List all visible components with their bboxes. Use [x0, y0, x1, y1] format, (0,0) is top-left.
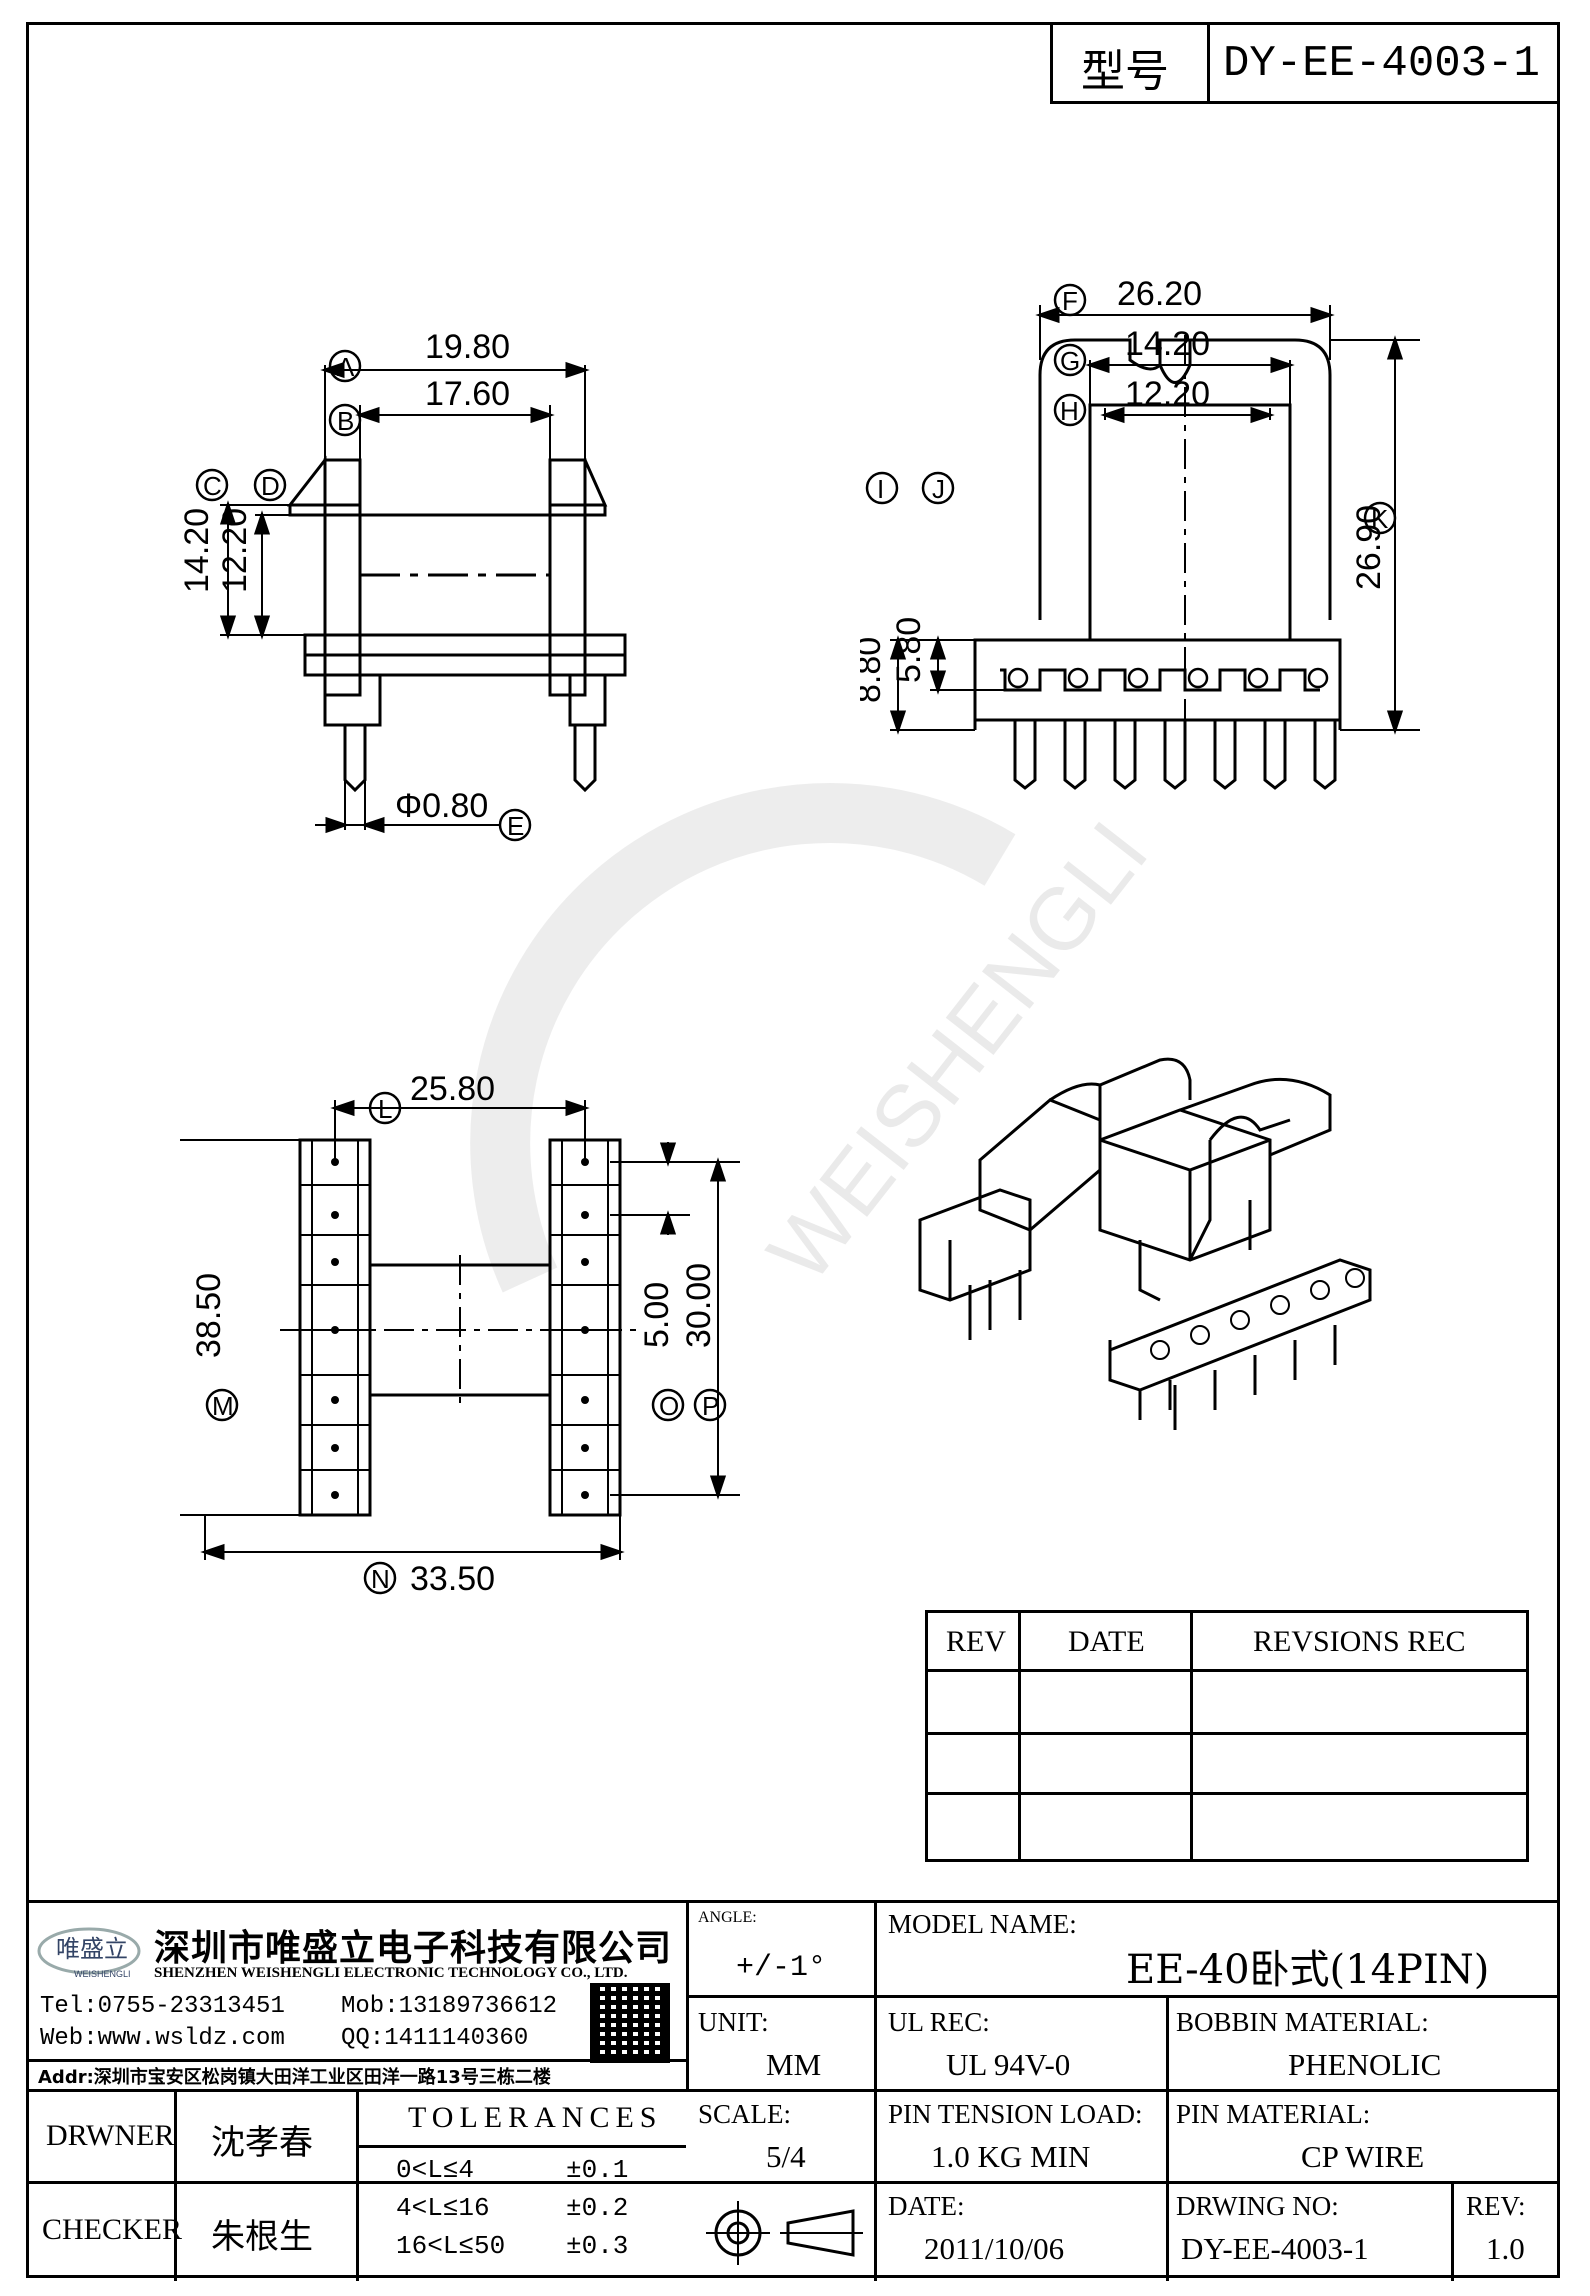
marker-G: G [1060, 346, 1080, 376]
projection-symbol-icon [706, 2201, 863, 2265]
date-label: DATE: [888, 2191, 965, 2221]
marker-L: L [378, 1094, 392, 1124]
company-addr: Addr:深圳市宝安区松岗镇大田洋工业区田洋一路13号三栋二楼 [38, 2067, 551, 2088]
dim-O: 5.00 [638, 1282, 676, 1348]
tolerances-label: TOLERANCES [408, 2101, 663, 2134]
ul-label: UL REC: [888, 2007, 990, 2037]
angle-label: ANGLE: [698, 1909, 757, 1926]
marker-F: F [1062, 286, 1078, 316]
dim-K: 26.90 [1350, 505, 1388, 590]
rev-value: 1.0 [1486, 2231, 1525, 2266]
marker-A: A [337, 352, 355, 382]
front-view-labels: A B C D E 19.80 17.60 14.20 12.20 Φ0.80 [180, 330, 532, 842]
tol-value-0: ±0.1 [566, 2155, 629, 2185]
dim-A: 19.80 [425, 330, 510, 366]
company-tel: Tel:0755-23313451 [40, 1993, 285, 2020]
tol-range-2: 16<L≤50 [396, 2231, 506, 2261]
checker-value: 朱根生 [211, 2217, 313, 2257]
dim-D: 12.20 [216, 508, 254, 593]
scale-label: SCALE: [698, 2099, 792, 2129]
side-view-drawing [889, 305, 1420, 790]
model-name-value: EE-40卧式(14PIN) [1126, 1947, 1490, 1993]
company-mob: Mob:13189736612 [341, 1993, 558, 2020]
dim-L: 25.80 [410, 1070, 495, 1108]
pin-tension-label: PIN TENSION LOAD: [888, 2099, 1143, 2129]
marker-J: J [932, 474, 945, 504]
tol-value-1: ±0.2 [566, 2193, 629, 2223]
company-qq: QQ:1411140360 [341, 2025, 529, 2052]
pin-material-value: CP WIRE [1301, 2139, 1425, 2174]
company-name-cn: 深圳市唯盛立电子科技有限公司 [154, 1928, 673, 1969]
marker-H: H [1060, 396, 1079, 426]
pin-material-label: PIN MATERIAL: [1176, 2099, 1371, 2129]
isometric-view-drawing [918, 1057, 1372, 1430]
rev-header-date: DATE [1068, 1625, 1145, 1658]
logo-text: 唯盛立 [56, 1936, 128, 1963]
dim-F: 26.20 [1117, 275, 1202, 313]
angle-value: +/-1° [736, 1951, 827, 1985]
dim-B: 17.60 [425, 375, 510, 413]
company-info: 唯盛立 WEISHENGLI 深圳市唯盛立电子科技有限公司 SHENZHEN W… [26, 1903, 689, 2089]
drawing-frame [26, 22, 1560, 2278]
pin-tension-value: 1.0 KG MIN [931, 2139, 1091, 2174]
dim-N: 33.50 [410, 1560, 495, 1598]
tol-value-2: ±0.3 [566, 2231, 629, 2261]
company-logo: 唯盛立 WEISHENGLI [34, 1919, 154, 1981]
bobbin-value: PHENOLIC [1288, 2047, 1442, 2082]
side-view-labels: F G H I J K 26.20 14.20 12.20 8.80 5.80 … [860, 275, 1397, 703]
marker-N: N [371, 1564, 390, 1594]
dim-E: Φ0.80 [395, 787, 488, 825]
rev-label: REV: [1466, 2191, 1526, 2221]
company-web: Web:www.wsldz.com [40, 2025, 285, 2052]
tol-range-1: 4<L≤16 [396, 2193, 490, 2223]
drawing-no-label: DRWING NO: [1176, 2191, 1339, 2221]
drawer-label: DRWNER [46, 2119, 175, 2152]
ul-value: UL 94V-0 [946, 2047, 1071, 2082]
unit-value: MM [766, 2047, 822, 2082]
date-value: 2011/10/06 [924, 2231, 1065, 2266]
model-header-value: DY-EE-4003-1 [1223, 39, 1540, 89]
marker-I: I [877, 474, 884, 504]
dim-C: 14.20 [180, 508, 216, 593]
dim-P: 30.00 [680, 1263, 718, 1348]
marker-K: K [1371, 504, 1389, 534]
marker-P: P [702, 1391, 719, 1421]
marker-D: D [261, 471, 280, 501]
marker-M: M [212, 1391, 234, 1421]
tol-range-0: 0<L≤4 [396, 2155, 475, 2185]
rev-header-recs: REVSIONS REC [1253, 1625, 1466, 1658]
logo-sub: WEISHENGLI [74, 1969, 131, 1979]
bobbin-label: BOBBIN MATERIAL: [1176, 2007, 1429, 2037]
model-name-label: MODEL NAME: [888, 1909, 1077, 1939]
title-block: 唯盛立 WEISHENGLI 深圳市唯盛立电子科技有限公司 SHENZHEN W… [26, 1900, 1560, 2281]
marker-E: E [507, 811, 524, 841]
marker-B: B [337, 406, 354, 436]
model-header-label: 型号 [1081, 46, 1169, 97]
model-header-box: 型号 DY-EE-4003-1 [1050, 22, 1560, 104]
drawing-no-value: DY-EE-4003-1 [1181, 2231, 1369, 2266]
drawer-value: 沈孝春 [211, 2123, 313, 2163]
rev-header-rev: REV [946, 1625, 1006, 1658]
dim-J: 5.80 [890, 617, 928, 683]
marker-C: C [203, 471, 222, 501]
marker-O: O [659, 1391, 679, 1421]
dim-H: 12.20 [1125, 375, 1210, 413]
bottom-view-drawing [180, 1099, 740, 1561]
checker-label: CHECKER [42, 2213, 183, 2246]
dim-G: 14.20 [1125, 325, 1210, 363]
unit-label: UNIT: [698, 2007, 769, 2037]
front-view-drawing [219, 361, 627, 834]
dim-M: 38.50 [190, 1273, 228, 1358]
qr-code [590, 1983, 670, 2063]
scale-value: 5/4 [766, 2139, 806, 2174]
bottom-view-labels: L M N O P 25.80 38.50 33.50 5.00 30.00 [190, 1070, 727, 1598]
company-name-en: SHENZHEN WEISHENGLI ELECTRONIC TECHNOLOG… [154, 1965, 628, 1981]
watermark: WEISHENGLI [470, 782, 1167, 1300]
revision-table: REV DATE REVSIONS REC [925, 1610, 1529, 1862]
dim-I: 8.80 [860, 637, 888, 703]
